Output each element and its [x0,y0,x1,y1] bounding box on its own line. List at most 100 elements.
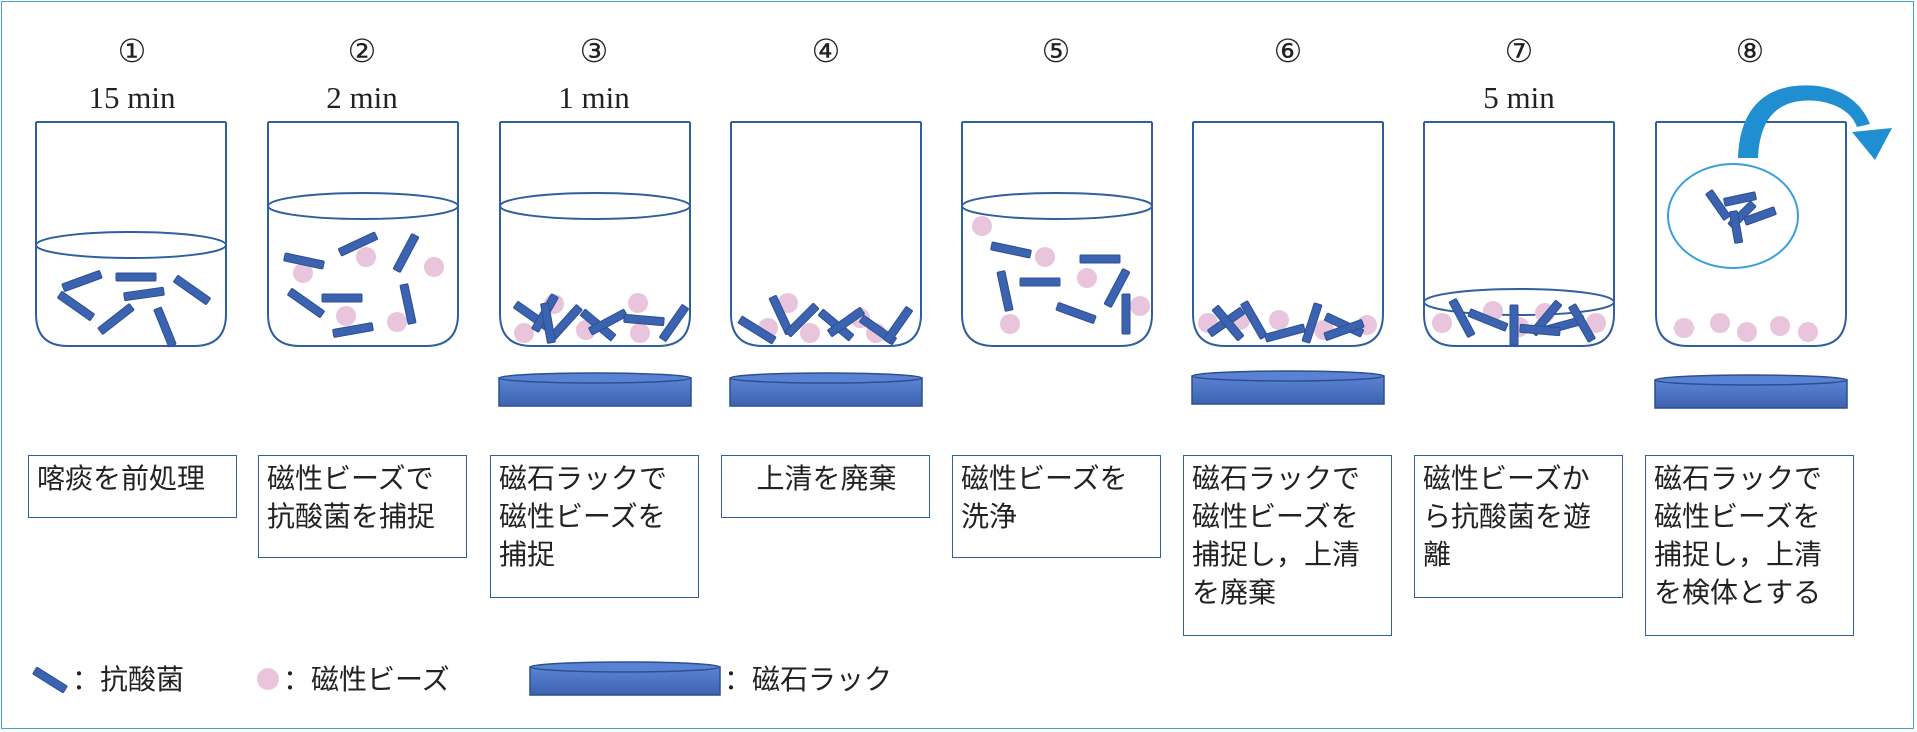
liquid-surface-5 [961,192,1153,220]
step-1-label: 喀痰を前処理 [37,462,206,495]
bead-s8-3 [1770,316,1790,336]
bacterium-s6-2 [1264,323,1306,343]
bead-s7-0 [1432,313,1452,333]
magnetic-rack-8-top [1654,374,1848,386]
magnetic-rack-4-top [729,372,923,384]
bacterium-s5-1 [1019,277,1061,287]
bacterium-s6-5 [1323,319,1365,341]
bacterium-s3-6 [659,304,689,342]
bead-s5-4 [1130,296,1150,316]
step-8-number: ⑧ [1736,32,1765,70]
bead-s2-2 [424,257,444,277]
bacterium-s8-3 [1728,210,1744,244]
bacterium-s1-4 [173,275,211,305]
step-2-description: 磁性ビーズで 抗酸菌を捕捉 [258,455,467,558]
bacterium-s2-2 [392,233,420,273]
step-2-time: 2 min [326,80,398,115]
bead-s8-1 [1710,313,1730,333]
bacterium-s2-1 [338,231,378,257]
magnetic-rack-3-top [498,372,692,384]
step-5-number: ⑤ [1042,32,1071,70]
beaker-1 [35,122,227,347]
bead-s2-0 [356,247,376,267]
bead-s2-3 [336,306,356,326]
beaker-4 [730,122,922,347]
bead-s4-2 [800,323,820,343]
bacterium-s1-6 [153,306,177,348]
bacterium-s2-5 [399,283,417,325]
bacterium-s4-6 [883,306,913,344]
beaker-2 [267,122,459,347]
beaker-3 [499,122,691,347]
liquid-surface-2 [267,192,459,220]
bead-s8-2 [1737,322,1757,342]
step-7-label: 磁性ビーズか ら抗酸菌を遊 離 [1423,462,1592,571]
step-8-label: 磁石ラックで 磁性ビーズを 捕捉し，上清 を検体とする [1654,462,1823,609]
step-3-label: 磁石ラックで 磁性ビーズを 捕捉 [499,462,668,571]
magnetic-rack-6-top [1191,370,1385,382]
bacterium-s2-0 [283,252,325,270]
step-7-description: 磁性ビーズか ら抗酸菌を遊 離 [1414,455,1623,598]
bacterium-s6-6 [1211,305,1245,341]
bacterium-s5-0 [990,241,1032,259]
bacterium-s1-5 [97,303,135,335]
bead-s5-3 [1000,314,1020,334]
bead-s4-0 [778,293,798,313]
step-4-label: 上清を廃棄 [756,462,897,495]
step-7-time: 5 min [1483,80,1555,115]
step-5-description: 磁性ビーズを 洗浄 [952,455,1161,558]
bacterium-s5-2 [1079,254,1121,264]
bacterium-s1-3 [115,272,157,282]
beaker-6 [1192,122,1384,347]
step-1-number: ① [118,32,147,70]
bacterium-s7-5 [1568,303,1596,343]
legend-rack-label: ：磁石ラック [724,663,893,696]
bead-s2-4 [387,312,407,332]
bacterium-s6-3 [1301,302,1323,344]
legend-bacteria-icon [32,666,68,694]
bacterium-s8-1 [1723,191,1757,207]
step-6-number: ⑥ [1274,32,1303,70]
bead-s3-1 [514,323,534,343]
bacterium-s4-2 [784,302,820,338]
bacterium-s3-4 [588,308,628,336]
step-2-label: 磁性ビーズで 抗酸菌を捕捉 [267,462,436,533]
bead-s8-0 [1674,318,1694,338]
bead-s3-3 [628,293,648,313]
step-5-label: 磁性ビーズを 洗浄 [961,462,1128,533]
collect-arrow-head [1852,128,1892,160]
step-3-number: ③ [580,32,609,70]
bacterium-s4-0 [737,315,777,345]
bacterium-s7-2 [1509,304,1519,346]
legend-rack-icon [529,661,721,696]
bacterium-s8-0 [1705,189,1731,221]
bacterium-s2-3 [287,288,325,318]
liquid-surface-7 [1423,288,1615,316]
liquid-surface-3 [499,192,691,220]
bacterium-s5-4 [1103,268,1131,308]
bacterium-s1-0 [61,270,103,292]
bacterium-s1-1 [57,291,95,321]
bead-s3-4 [630,323,650,343]
step-7-number: ⑦ [1505,32,1534,70]
beaker-5 [961,122,1153,347]
bead-s5-2 [1077,268,1097,288]
bacterium-s2-4 [321,293,363,303]
bacterium-s3-7 [540,302,556,344]
bacterium-s2-6 [332,322,374,338]
beaker-7 [1423,122,1615,347]
bead-s5-0 [972,216,992,236]
bead-s8-4 [1798,322,1818,342]
bacterium-s6-1 [1240,300,1268,340]
bead-s5-1 [1035,247,1055,267]
step-2-number: ② [348,32,377,70]
beaker-8 [1655,122,1847,347]
bacterium-s5-3 [996,270,1014,312]
step-1-description: 喀痰を前処理 [28,455,237,518]
bacterium-s7-6 [1519,323,1561,337]
bacterium-s7-0 [1448,298,1476,338]
step-4-number: ④ [812,32,841,70]
step-6-label: 磁石ラックで 磁性ビーズを 捕捉し，上清 を廃棄 [1192,462,1361,609]
